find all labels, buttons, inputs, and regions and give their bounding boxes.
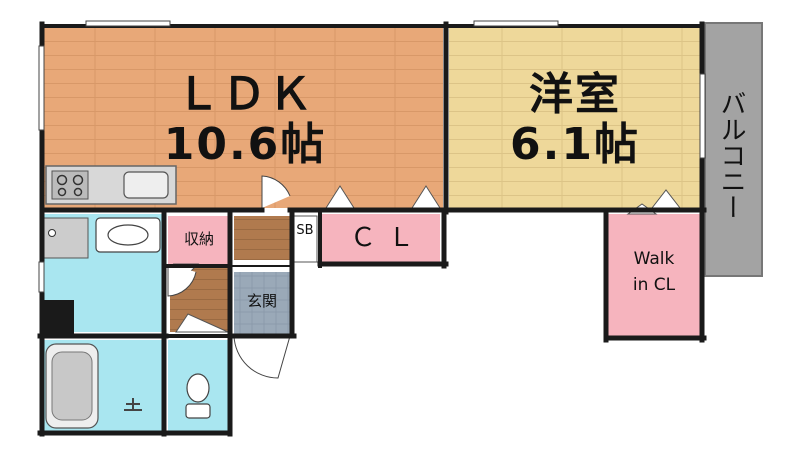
ldk-name-label: ＬＤＫ [176,69,314,120]
storage-area [168,216,230,264]
western-room-size-label: 6.1帖 [510,119,640,170]
window-ldk-side [38,45,45,131]
walk-in-closet-area [608,214,700,336]
walk-in-closet-label-line2: in CL [632,275,676,295]
door-swing-toilet [175,313,229,333]
window-western-side [699,73,706,159]
walk-in-closet-label-line1: Walk [633,249,675,269]
door-swing-washroom [167,264,197,297]
toilet-icon [186,373,210,403]
window-washroom [38,261,45,293]
entrance-label: 玄関 [246,292,277,310]
closet-label: ＣＬ [349,223,426,253]
kitchen-sink-icon [123,171,169,199]
western-room-floor [449,28,700,208]
window-western-top [473,20,559,27]
entrance-area [234,272,290,334]
shoe-box-label: SB [296,223,314,238]
washing-machine-icon [43,217,89,259]
shower-icon [124,398,142,411]
hall-floor-upper [234,216,290,260]
balcony-area [704,22,763,277]
storage-label: 収納 [183,230,214,248]
stove-icon [51,170,89,200]
door-swing-ldk [261,175,291,208]
closet-area [322,214,440,262]
ldk-size-label: 10.6帖 [163,119,327,170]
door-swing-entrance [233,335,291,379]
western-room-name-label: 洋室 [529,69,621,120]
window-ldk-top [85,20,171,27]
balcony-label: バルコニー [716,90,746,220]
pipe-shaft [42,300,74,336]
